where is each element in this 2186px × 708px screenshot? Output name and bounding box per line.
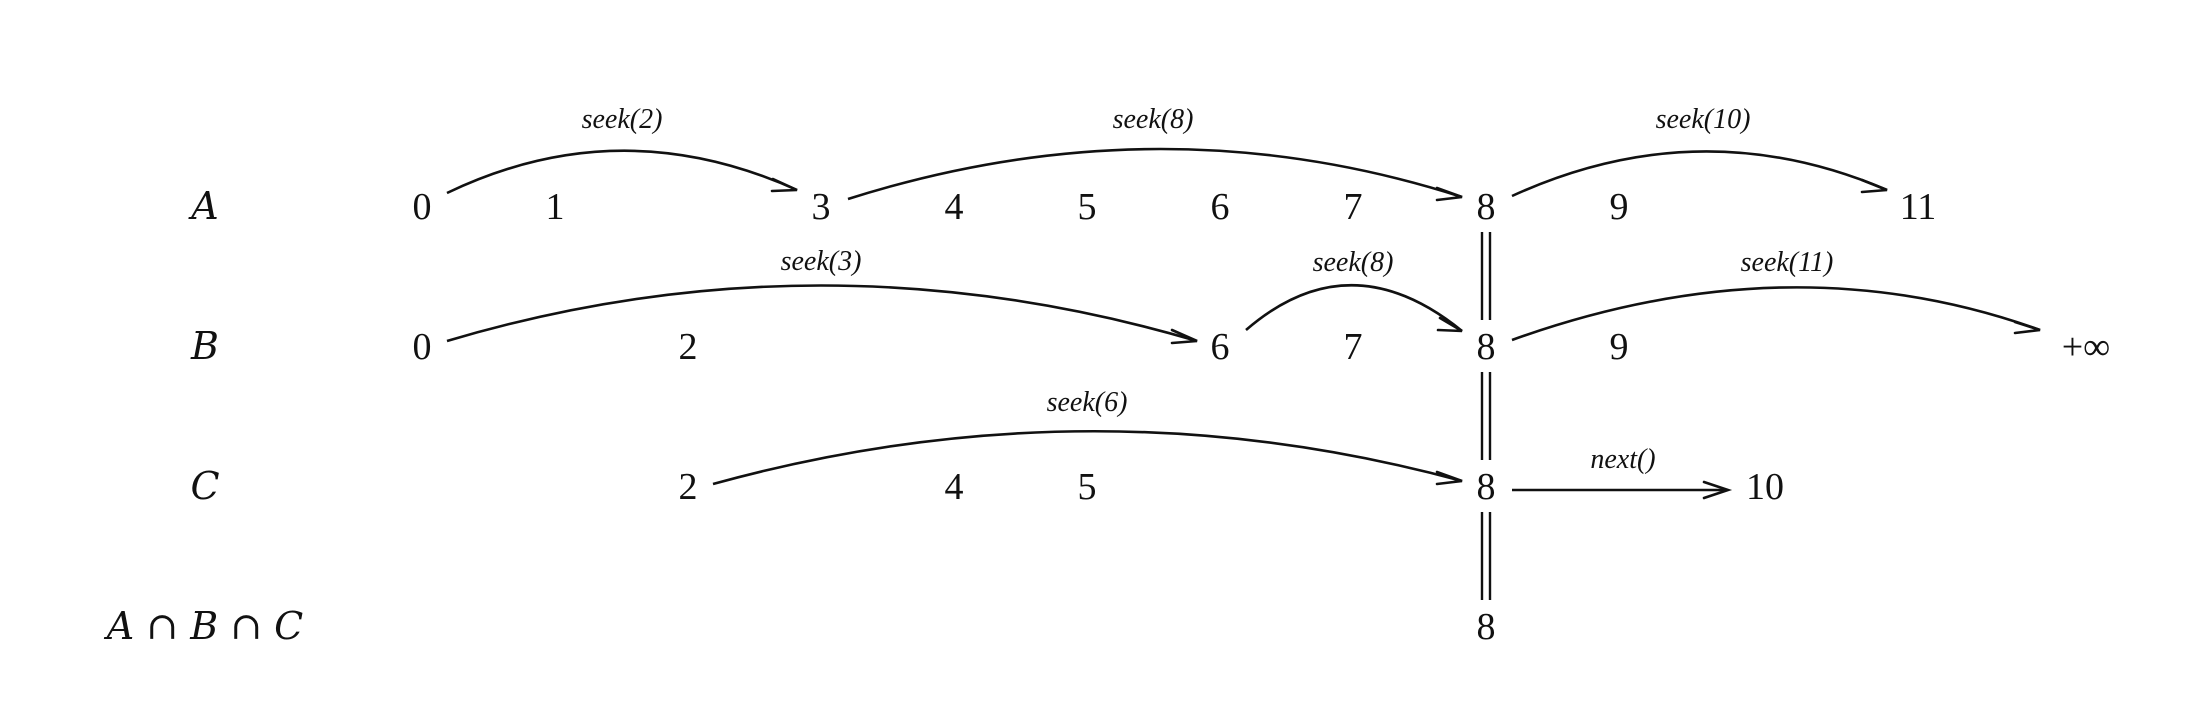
a-value: 1 [546,186,565,228]
a-value: 7 [1344,186,1363,228]
c-value: 4 [945,466,964,508]
b-value: 6 [1211,326,1230,368]
a-value: 0 [413,186,432,228]
op-label-b-seek-11: seek(11) [1741,247,1834,278]
arrow-a-seek-10 [1511,150,1888,198]
op-label-b-seek-8: seek(8) [1313,247,1394,278]
c-value: 2 [679,466,698,508]
a-value: 9 [1610,186,1629,228]
op-label-c-seek-6: seek(6) [1047,387,1128,418]
match-connector-b-c [1480,372,1492,460]
c-value: 10 [1746,466,1784,508]
op-label-b-seek-3: seek(3) [781,246,862,277]
a-value: 11 [1900,186,1937,228]
b-value: 2 [679,326,698,368]
arrow-c-next [1512,480,1733,500]
a-value: 8 [1477,186,1496,228]
a-value: 6 [1211,186,1230,228]
b-value: 8 [1477,326,1496,368]
row-label-b: B [190,324,219,368]
b-value: 0 [413,326,432,368]
b-value-infinity: +∞ [2062,326,2111,368]
op-label-c-next: next() [1590,444,1655,475]
row-label-c: C [190,464,219,508]
c-value: 8 [1477,466,1496,508]
arrow-c-seek-6 [712,429,1463,486]
op-label-a-seek-10: seek(10) [1656,104,1751,135]
arrow-a-seek-8 [847,147,1463,202]
match-connector-c-result [1480,512,1492,600]
row-label-intersection: A ∩ B ∩ C [104,604,303,648]
row-label-a: A [188,184,218,228]
a-value: 4 [945,186,964,228]
b-value: 7 [1344,326,1363,368]
op-label-a-seek-8: seek(8) [1113,104,1194,135]
b-value: 9 [1610,326,1629,368]
arrow-b-seek-11 [1511,286,2041,342]
arrow-b-seek-3 [446,284,1198,345]
intersection-value: 8 [1477,606,1496,648]
c-value: 5 [1078,466,1097,508]
match-connector-a-b [1480,232,1492,320]
arrow-a-seek-2 [446,149,798,195]
op-label-a-seek-2: seek(2) [582,104,663,135]
arrow-b-seek-8 [1245,284,1463,333]
a-value: 5 [1078,186,1097,228]
a-value: 3 [812,186,831,228]
